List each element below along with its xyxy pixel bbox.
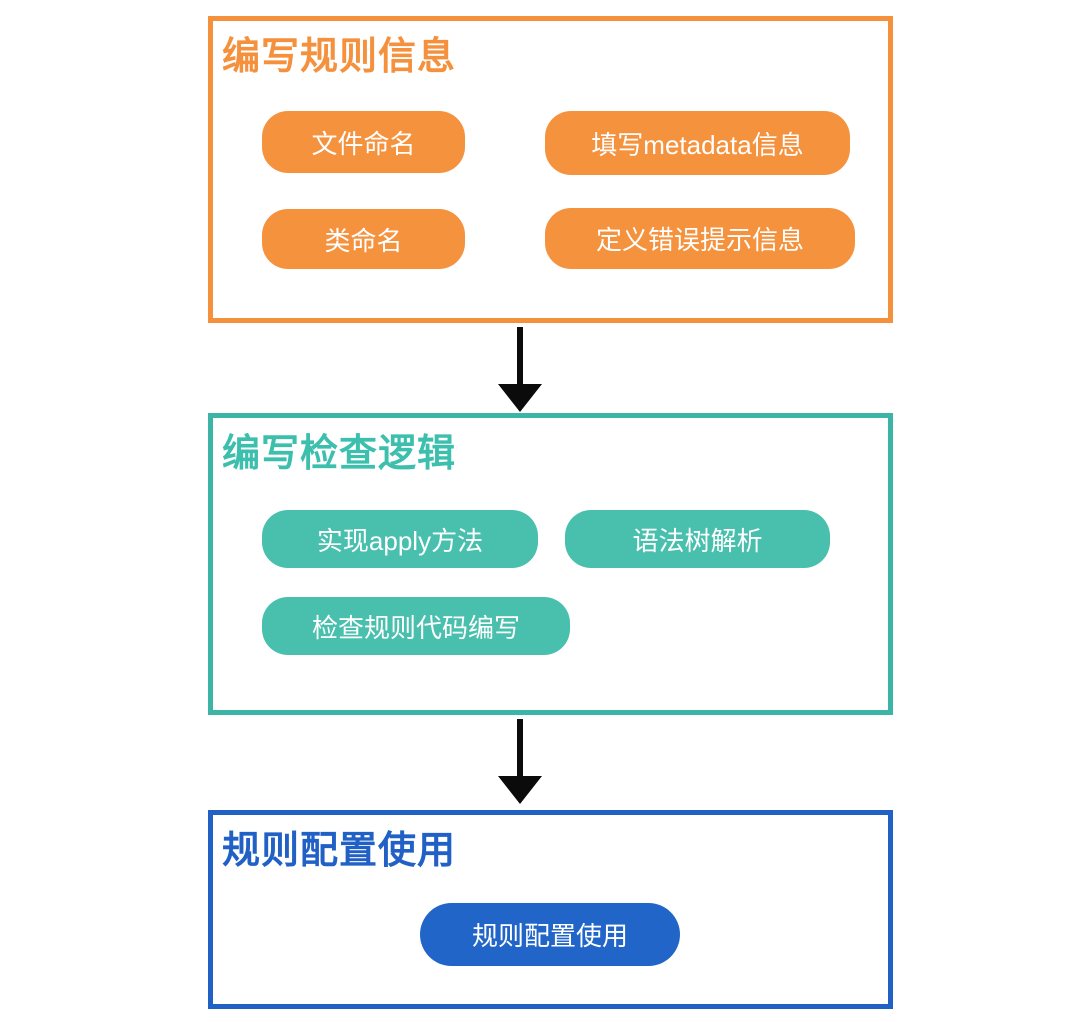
- section-rule-config-title: 规则配置使用: [222, 830, 457, 872]
- section-rule-config: 规则配置使用 规则配置使用: [208, 810, 893, 1009]
- section-check-logic-title: 编写检查逻辑: [222, 433, 457, 475]
- pill-syntax-tree-parsing: 语法树解析: [565, 510, 830, 568]
- pill-metadata-info: 填写metadata信息: [545, 111, 850, 175]
- section-rule-info: 编写规则信息 文件命名 填写metadata信息 类命名 定义错误提示信息: [208, 16, 893, 323]
- pill-rule-code-writing: 检查规则代码编写: [262, 597, 570, 655]
- arrow-down-icon: [498, 327, 542, 412]
- pill-class-naming: 类命名: [262, 209, 465, 269]
- pill-file-naming: 文件命名: [262, 111, 465, 173]
- arrow-down-icon: [498, 719, 542, 804]
- pill-apply-method: 实现apply方法: [262, 510, 538, 568]
- section-rule-info-title: 编写规则信息: [222, 36, 457, 78]
- section-check-logic: 编写检查逻辑 实现apply方法 语法树解析 检查规则代码编写: [208, 413, 893, 715]
- pill-rule-config-usage: 规则配置使用: [420, 903, 680, 966]
- pill-error-message: 定义错误提示信息: [545, 208, 855, 269]
